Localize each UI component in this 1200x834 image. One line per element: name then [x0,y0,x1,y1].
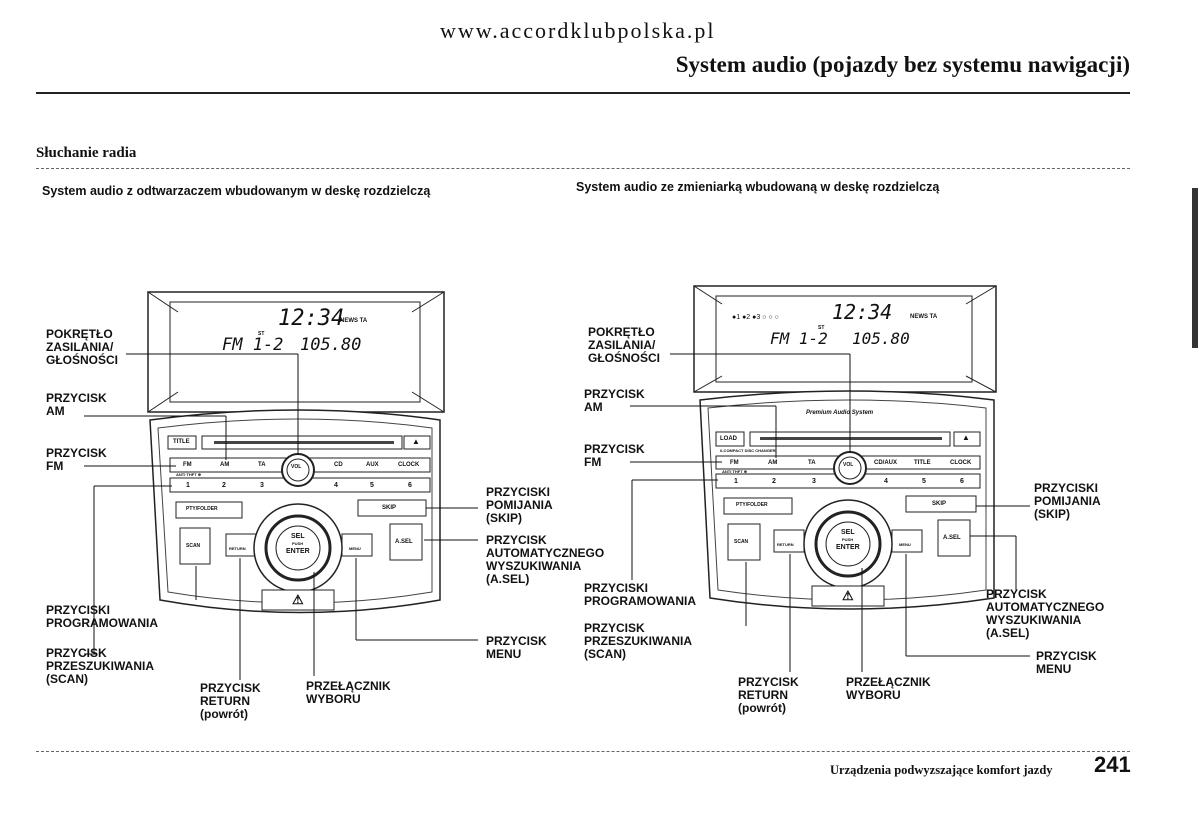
left-display-st: ST [258,331,265,337]
left-cd-button[interactable]: CD [334,462,343,468]
right-display-news: NEWS TA [910,314,938,320]
left-push-label: PUSH [292,541,304,546]
left-clock-button[interactable]: CLOCK [398,462,420,468]
right-radio-unit: ●1 ●2 ●3 ○ ○ ○ 12:34 NEWS TA ST FM 1-2 1… [630,285,1030,672]
left-preset-6[interactable]: 6 [408,482,412,489]
right-enter-label[interactable]: ENTER [836,544,860,551]
left-am-button[interactable]: AM [220,462,230,468]
left-display-news: NEWS TA [340,318,368,324]
left-sel-label[interactable]: SEL [291,533,305,540]
left-scan-button[interactable]: SCAN [186,543,201,549]
left-radio-drawing [84,291,478,680]
right-cdaux-button[interactable]: CD/AUX [874,460,898,466]
left-pty-button[interactable]: PTY/FOLDER [186,506,218,512]
left-display-band: FM 1-2 [222,335,284,355]
page-edge-tab [1192,188,1198,348]
right-vol-knob[interactable]: VOL [843,462,854,468]
right-changer-label: 6-COMPACT DISC CHANGER [720,448,776,453]
right-preset-1[interactable]: 1 [734,478,738,485]
left-menu-button[interactable]: MENU [349,546,361,551]
right-disc-indicators: ●1 ●2 ●3 ○ ○ ○ [732,314,779,321]
left-ta-button[interactable]: TA [258,462,266,468]
page-number: 241 [1094,752,1131,777]
right-ta-button[interactable]: TA [808,460,816,466]
left-title-button[interactable]: TITLE [173,439,190,445]
left-return-button[interactable]: RETURN [229,546,246,551]
left-preset-2[interactable]: 2 [222,482,226,489]
left-anti-theft: ANTI THFT ⊕ [176,472,202,477]
left-radio-unit: 12:34 NEWS TA ST FM 1-2 105.80 TITLE ▲ F… [0,0,600,760]
right-preset-5[interactable]: 5 [922,478,926,485]
left-preset-5[interactable]: 5 [370,482,374,489]
left-fm-button[interactable]: FM [183,462,192,468]
figure-frame [36,168,1130,752]
right-eject-button[interactable]: ▲ [962,433,970,442]
footer-text: Urządzenia podwyzszające komfort jazdy [830,763,1053,777]
right-anti-theft: ANTI THFT ⊕ [722,469,748,474]
right-pty-button[interactable]: PTY/FOLDER [736,502,768,508]
left-preset-1[interactable]: 1 [186,482,190,489]
left-caption: System audio z odtwarzaczem wbudowanym w… [42,184,431,198]
right-caption: System audio ze zmieniarką wbudowaną w d… [576,180,940,194]
left-aux-button[interactable]: AUX [366,462,379,468]
left-hazard-icon[interactable]: ⚠ [292,592,304,607]
right-radio-drawing [630,285,1030,672]
right-menu-button[interactable]: MENU [899,542,911,547]
right-preset-4[interactable]: 4 [884,478,888,485]
left-preset-3[interactable]: 3 [260,482,264,489]
right-title-button[interactable]: TITLE [914,460,931,466]
subheading: Słuchanie radia [36,145,137,161]
right-am-button[interactable]: AM [768,460,778,466]
right-preset-3[interactable]: 3 [812,478,816,485]
right-scan-button[interactable]: SCAN [734,539,749,545]
right-clock-button[interactable]: CLOCK [950,460,972,466]
left-preset-4[interactable]: 4 [334,482,338,489]
right-skip-button[interactable]: SKIP [932,501,947,507]
left-display-time: 12:34 [278,306,345,331]
right-display-time: 12:34 [832,300,893,324]
right-display-st: ST [818,325,825,331]
left-display-freq: 105.80 [300,335,362,355]
left-enter-label[interactable]: ENTER [286,548,310,555]
left-vol-knob[interactable]: VOL [291,464,302,470]
right-display-band: FM 1-2 [770,329,828,348]
right-asel-button[interactable]: A.SEL [943,535,961,541]
right-display-freq: 105.80 [852,329,910,348]
right-load-button[interactable]: LOAD [720,436,737,442]
header-rule [36,92,1130,94]
right-return-button[interactable]: RETURN [777,542,794,547]
left-skip-button[interactable]: SKIP [382,505,397,511]
left-asel-button[interactable]: A.SEL [395,539,413,545]
right-premium-label: Premium Audio System [806,410,874,416]
site-url: www.accordklubpolska.pl [440,18,716,43]
left-eject-button[interactable]: ▲ [412,437,420,446]
right-preset-2[interactable]: 2 [772,478,776,485]
right-preset-6[interactable]: 6 [960,478,964,485]
section-title: System audio (pojazdy bez systemu nawiga… [675,52,1130,77]
right-hazard-icon[interactable]: ⚠ [842,588,854,603]
right-sel-label[interactable]: SEL [841,529,855,536]
right-fm-button[interactable]: FM [730,460,739,466]
right-push-label: PUSH [842,537,854,542]
